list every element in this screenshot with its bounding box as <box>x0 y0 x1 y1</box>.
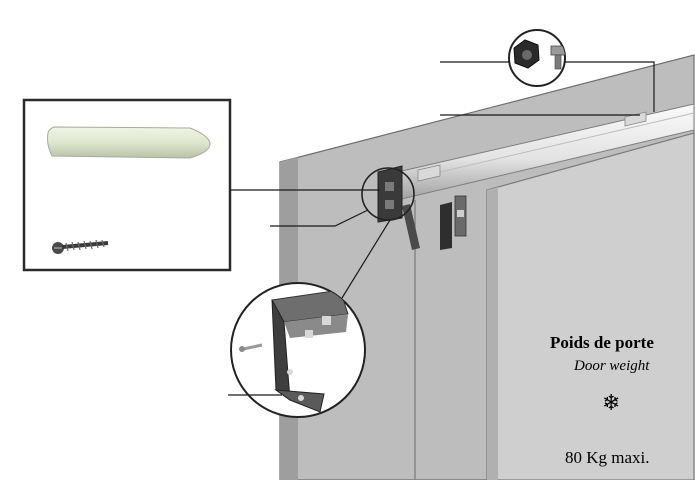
mounting-bracket-icon <box>271 289 349 413</box>
nut-bolt-callout <box>508 29 566 87</box>
bracket-callout <box>230 282 366 418</box>
rail-end-bracket <box>377 165 420 250</box>
small-screw-icon <box>239 343 263 352</box>
wood-screw-icon <box>52 239 109 254</box>
sliding-door <box>486 132 695 480</box>
door-weight-title: Poids de porte <box>550 333 654 352</box>
snowflake-icon: ❄ <box>602 391 621 416</box>
door-hanger <box>440 195 467 250</box>
bolt-icon <box>550 45 565 70</box>
door-weight-subtitle: Door weight <box>574 358 650 374</box>
dowel-icon <box>47 126 211 159</box>
leader-lines <box>228 61 655 396</box>
top-rail <box>379 103 695 205</box>
rail-end-callout-circle <box>361 167 415 221</box>
max-weight-value: 80 Kg maxi. <box>565 448 650 467</box>
parts-inset-box <box>22 98 232 272</box>
